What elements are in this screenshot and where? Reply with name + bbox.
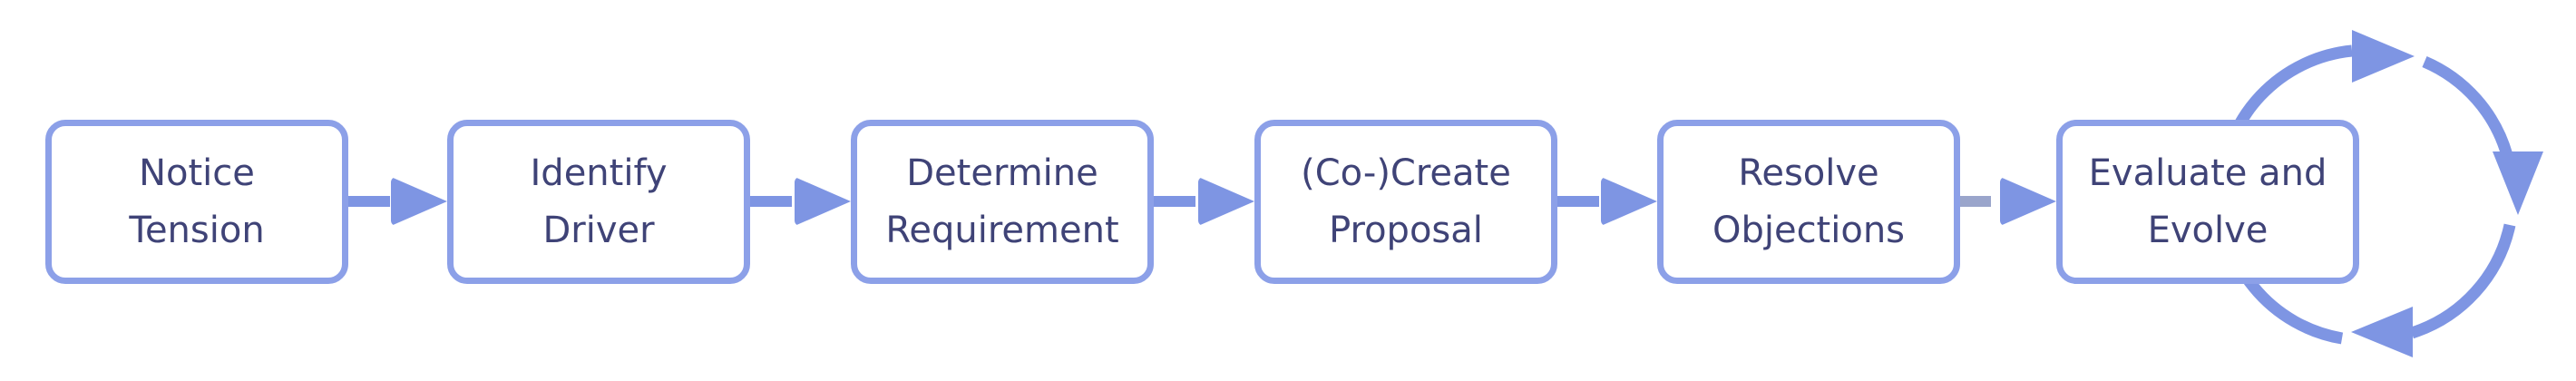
step-label-line: Evolve xyxy=(2147,209,2269,251)
connector-stem xyxy=(1960,196,1991,207)
step-label-line: Tension xyxy=(129,209,265,251)
right-arrow-icon xyxy=(2000,177,2056,226)
step-box-evaluate-and-evolve: Evaluate and Evolve xyxy=(2056,120,2359,284)
flow-connector-3 xyxy=(1154,177,1254,226)
cycle-arrowhead-right-icon xyxy=(2493,151,2543,215)
connector-stem xyxy=(750,196,792,207)
flow-connector-2 xyxy=(750,177,851,226)
connector-stem xyxy=(1154,196,1195,207)
step-label-line: Notice xyxy=(139,151,255,194)
step-label-line: Identify xyxy=(530,151,668,194)
flow-connector-4 xyxy=(1557,177,1657,226)
right-arrow-icon xyxy=(795,177,851,226)
step-label-line: Objections xyxy=(1712,209,1906,251)
step-label-line: Requirement xyxy=(885,209,1119,251)
cycle-arc-bottom-right xyxy=(2409,223,2516,339)
cycle-arc-top-right xyxy=(2422,56,2513,157)
step-label-line: Resolve xyxy=(1738,151,1879,194)
step-box-notice-tension: Notice Tension xyxy=(45,120,348,284)
step-box-co-create-proposal: (Co-)Create Proposal xyxy=(1254,120,1557,284)
step-label-line: (Co-)Create xyxy=(1301,151,1511,194)
step-box-determine-requirement: Determine Requirement xyxy=(851,120,1154,284)
step-box-resolve-objections: Resolve Objections xyxy=(1657,120,1960,284)
flow-connector-1 xyxy=(348,177,447,226)
right-arrow-icon xyxy=(1601,177,1657,226)
step-label-line: Evaluate and xyxy=(2088,151,2327,194)
step-label-line: Proposal xyxy=(1329,209,1483,251)
flow-connector-5 xyxy=(1960,177,2056,226)
step-label-line: Determine xyxy=(906,151,1098,194)
step-box-identify-driver: Identify Driver xyxy=(447,120,750,284)
connector-stem xyxy=(348,196,390,207)
right-arrow-icon xyxy=(1198,177,1254,226)
cycle-arrowhead-top-icon xyxy=(2352,30,2415,83)
connector-stem xyxy=(1557,196,1599,207)
cycle-arrowhead-bottom-icon xyxy=(2351,307,2413,357)
right-arrow-icon xyxy=(391,177,447,226)
step-label-line: Driver xyxy=(542,209,655,251)
